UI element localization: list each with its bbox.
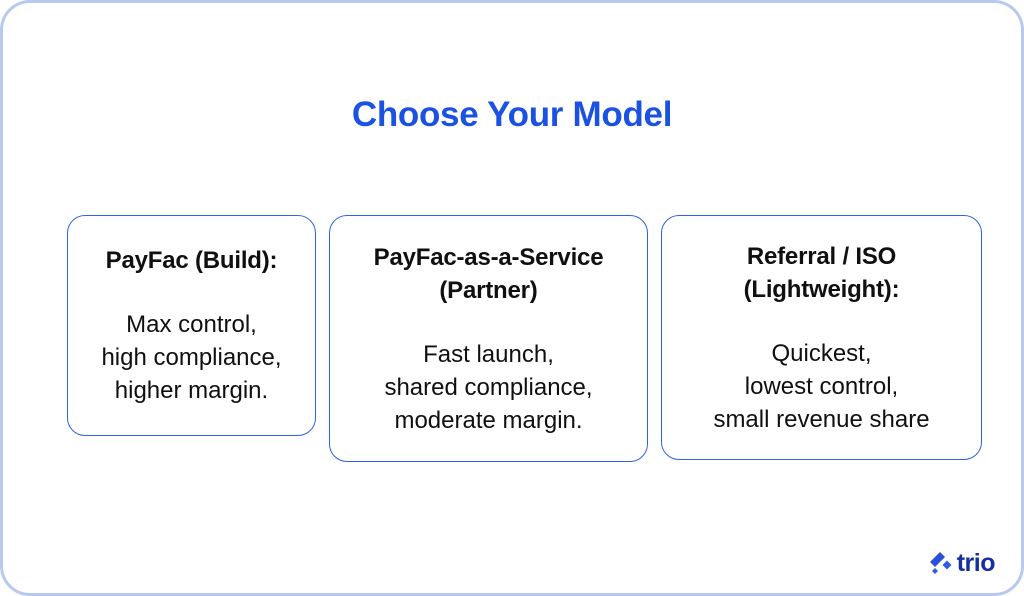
card-body-line: lowest control, [744,372,899,400]
card-body-line: shared compliance, [384,373,593,401]
card-title: PayFac-as-a-Service (Partner) [338,241,639,307]
card-body-line: small revenue share [713,405,930,433]
trio-logo: trio [929,549,996,577]
card-title-line: Referral / ISO [746,242,897,270]
card-body-line: Quickest, [771,339,872,367]
card-title: PayFac (Build): [76,244,307,277]
card-payfac-build: PayFac (Build): Max control, high compli… [67,215,316,436]
card-title-line: PayFac-as-a-Service [373,243,604,271]
card-body: Max control, high compliance, higher mar… [76,308,307,407]
card-title-line: (Partner) [439,276,538,304]
card-referral-iso: Referral / ISO (Lightweight): Quickest, … [661,215,982,460]
card-body-line: Max control, [126,311,257,338]
trio-wordmark: trio [956,549,996,577]
card-title-line: (Lightweight): [743,275,900,303]
card-body: Quickest, lowest control, small revenue … [670,337,973,436]
card-body: Fast launch, shared compliance, moderate… [338,338,639,437]
trio-diamonds-icon [929,552,952,574]
page-title: Choose Your Model [351,95,673,134]
card-title-line: PayFac (Build): [105,247,278,274]
card-body-line: higher margin. [114,377,269,404]
card-title: Referral / ISO (Lightweight): [670,240,973,306]
card-body-line: high compliance, [101,344,282,371]
card-body-line: Fast launch, [423,340,554,368]
card-body-line: moderate margin. [394,406,583,434]
model-cards-row: PayFac (Build): Max control, high compli… [67,215,982,462]
card-payfac-as-a-service: PayFac-as-a-Service (Partner) Fast launc… [329,215,648,462]
